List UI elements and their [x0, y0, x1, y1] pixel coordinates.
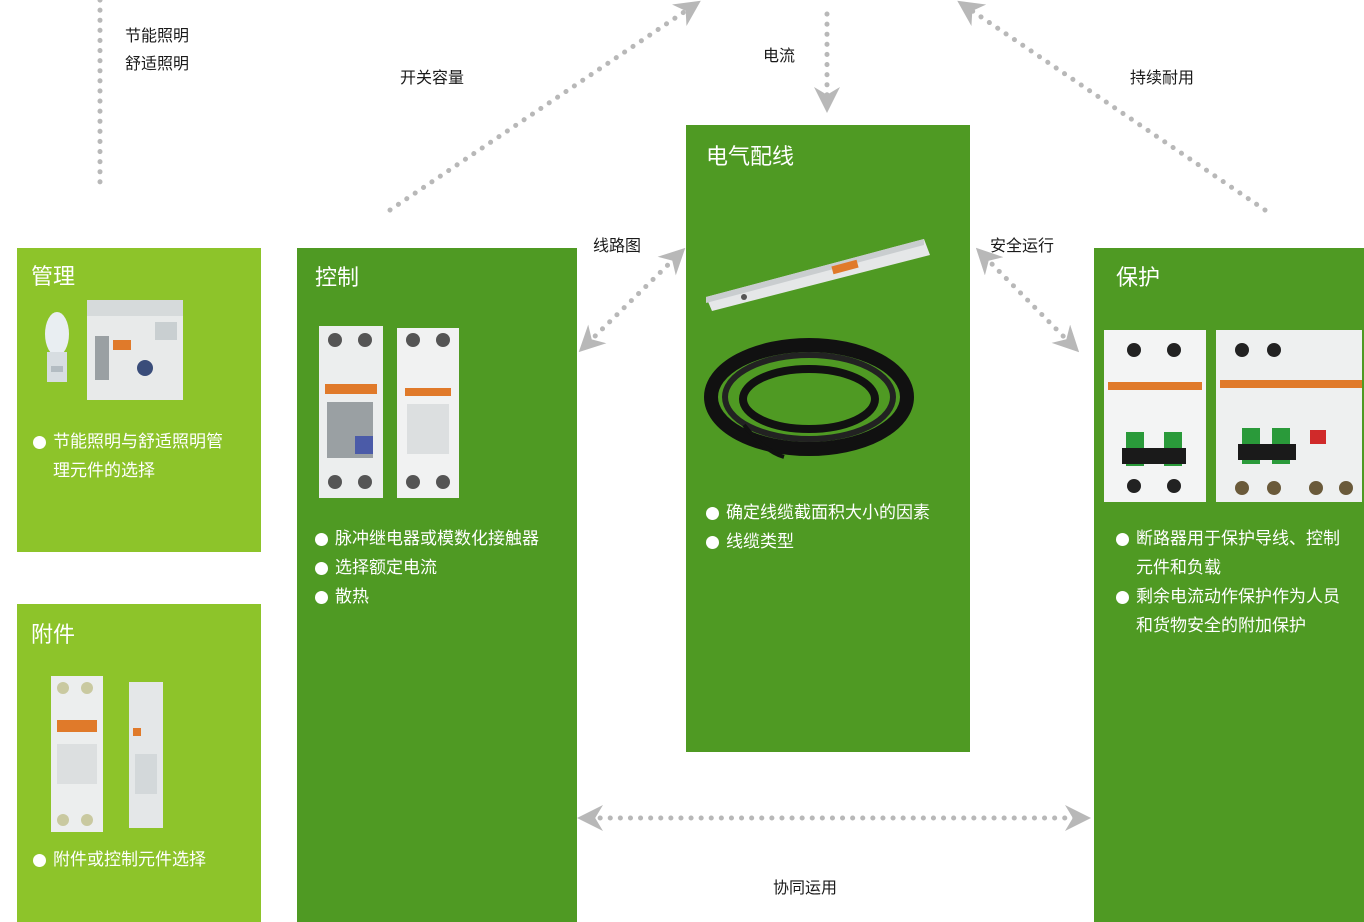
panel-title: 保护	[1116, 266, 1161, 291]
panel-title: 电气配线	[706, 145, 795, 170]
management-bullets: 节能照明与舒适照明管理元件的选择	[33, 428, 233, 486]
label-circuit-diagram: 线路图	[593, 236, 642, 255]
panel-control: 控制 脉冲继电器或模数化接触器 选择额定电流 散热	[297, 248, 577, 922]
busbar-trunking-icon	[706, 239, 930, 311]
impulse-relay-icon	[319, 326, 383, 498]
panel-management: 管理 节能照明与舒适照明管理元件的选择	[17, 248, 261, 552]
arrow-safe-operation	[975, 247, 1080, 353]
label-safe-operation: 安全运行	[990, 236, 1055, 255]
bullet-item: 剩余电流动作保护作为人员和货物安全的附加保护	[1116, 583, 1351, 641]
control-products-image	[319, 326, 459, 498]
control-bullets: 脉冲继电器或模数化接触器 选择额定电流 散热	[315, 525, 560, 612]
contactor-icon	[397, 328, 459, 498]
wiring-bullets: 确定线缆截面积大小的因素 线缆类型	[706, 499, 956, 557]
note-comfort: 舒适照明	[125, 54, 190, 73]
label-current: 电流	[763, 46, 796, 65]
arrow-durable	[957, 0, 1268, 213]
bullet-item: 节能照明与舒适照明管理元件的选择	[33, 428, 233, 486]
protection-bullets: 断路器用于保护导线、控制元件和负载 剩余电流动作保护作为人员和货物安全的附加保护	[1116, 525, 1351, 641]
bullet-item: 线缆类型	[706, 528, 956, 557]
panel-title: 附件	[31, 623, 76, 648]
lamp-icon	[45, 312, 69, 382]
panel-accessories: 附件 附件或控制元件选择	[17, 604, 261, 922]
arrow-circuit-diagram	[578, 247, 686, 353]
panel-title: 管理	[31, 265, 76, 290]
bullet-item: 脉冲继电器或模数化接触器	[315, 525, 560, 554]
panel-protection: 保护 断路器用于保护导线、控制元件和负载	[1094, 248, 1364, 922]
panel-wiring: 电气配线 确定线缆截面积大小的因素 线缆类型	[686, 125, 970, 752]
panel-title: 控制	[315, 266, 360, 291]
lighting-notes: 节能照明 舒适照明	[125, 22, 189, 78]
management-products-image	[45, 300, 183, 400]
bullet-item: 散热	[315, 583, 560, 612]
label-switch-capacity: 开关容量	[400, 68, 465, 87]
label-cooperation: 协同运用	[773, 878, 838, 897]
light-controller-icon	[87, 300, 183, 400]
cable-coil-icon	[704, 338, 914, 459]
label-durable: 持续耐用	[1130, 68, 1195, 87]
bullet-item: 附件或控制元件选择	[33, 846, 263, 875]
arrow-switch-capacity	[387, 0, 701, 213]
auxiliary-contact-icon	[129, 682, 163, 828]
bullet-item: 确定线缆截面积大小的因素	[706, 499, 956, 528]
bullet-item: 断路器用于保护导线、控制元件和负载	[1116, 525, 1351, 583]
bullet-item: 选择额定电流	[315, 554, 560, 583]
circuit-breaker-icon	[1104, 330, 1206, 502]
accessories-products-image	[51, 676, 163, 832]
auxiliary-module-icon	[51, 676, 103, 832]
note-energy-saving: 节能照明	[125, 26, 190, 45]
accessories-bullets: 附件或控制元件选择	[33, 846, 263, 875]
protection-products-image	[1104, 330, 1362, 502]
rcd-breaker-icon	[1216, 330, 1362, 502]
